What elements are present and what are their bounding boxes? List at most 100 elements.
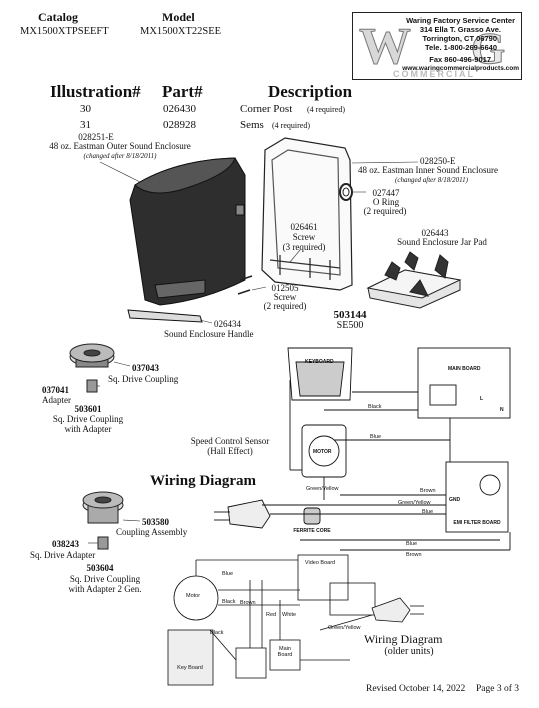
logo-line5: Fax 860-496-9017 — [429, 55, 491, 64]
logo-line3: Torrington, CT 06790 — [422, 34, 497, 43]
older-switch-outline — [235, 647, 267, 679]
adapter-1-drawing — [86, 379, 100, 393]
older-main-board-label: Main Board — [277, 646, 293, 658]
logo-line2: 314 Ella T. Grasso Ave. — [419, 25, 501, 34]
col-header-part: Part# — [162, 82, 203, 101]
svg-text:W: W — [359, 18, 411, 75]
coupling1-part-number: 037043 — [132, 363, 159, 373]
adapter2-description: Sq. Drive Adapter — [30, 550, 96, 560]
row-qty-1: (4 required) — [307, 105, 345, 114]
row-desc-2: Sems — [240, 119, 264, 131]
cwa1-part-number: 503601 — [74, 404, 102, 414]
emi-filter-label: EMI FILTER BOARD — [453, 520, 501, 526]
catalog-number: MX1500XTPSEEFT — [20, 26, 109, 37]
row-part-1: 026430 — [163, 103, 196, 115]
older-video-board-label: Video Board — [304, 560, 336, 566]
handle-drawing — [127, 309, 203, 323]
older-black-label-2: Black — [210, 630, 224, 636]
logo-wordmark: COMMERCIAL — [393, 69, 475, 79]
main-board-label: MAIN BOARD — [448, 366, 481, 372]
older-red-label: Red — [266, 612, 277, 618]
main-board-outline — [417, 347, 511, 419]
screw-drawing — [237, 275, 253, 295]
catalog-label: Catalog — [38, 10, 78, 24]
older-brown-label: Brown — [240, 600, 256, 606]
coupling-assy-description: Coupling Assembly — [116, 527, 188, 537]
svg-text:G: G — [471, 24, 505, 73]
older-wiring-subtitle: (older units) — [384, 646, 434, 657]
pad-part-number: 026443 — [421, 228, 449, 238]
cwa2-part-number: 503604 — [86, 563, 114, 573]
screw2-part-number: 012505 — [271, 283, 299, 293]
emi-board-outline — [445, 461, 509, 533]
outer-part-number: 028251-E — [78, 132, 114, 142]
waring-logo-mark: W G — [359, 18, 506, 76]
col-header-description: Description — [268, 82, 353, 101]
screw1-qty: (3 required) — [282, 242, 326, 252]
outer-enclosure-drawing — [129, 157, 246, 306]
wiring-diagram-title: Wiring Diagram — [150, 473, 256, 489]
cwa2-description-1: Sq. Drive Coupling — [69, 574, 141, 584]
row-part-2: 028928 — [163, 119, 196, 131]
model-label: Model — [162, 10, 195, 24]
green-yellow-wire-label-2: Green/Yellow — [398, 500, 431, 506]
screw2-description: Screw — [273, 292, 297, 302]
green-yellow-wire-label: Green/Yellow — [306, 486, 339, 492]
row-illus-2: 31 — [80, 119, 91, 131]
older-video-board-outline — [297, 554, 349, 601]
cwa1-description-1: Sq. Drive Coupling — [52, 414, 124, 424]
inner-description: 48 oz. Eastman Inner Sound Enclosure — [358, 165, 498, 175]
speed-sensor-label: Speed Control Sensor — [190, 436, 270, 446]
blue-wire-label-3: Blue — [406, 541, 418, 547]
blue-wire-label: Blue — [370, 434, 382, 440]
cwa2-description-2: with Adapter 2 Gen. — [68, 584, 142, 594]
keyboard-label: KEYBOARD — [305, 359, 334, 365]
inner-note: (changed after 8/18/2011) — [395, 176, 468, 184]
motor-circle — [308, 435, 340, 467]
older-wiring-title: Wiring Diagram — [364, 632, 443, 646]
screw1-part-number: 026461 — [290, 222, 318, 232]
ferrite-core-shape — [303, 507, 321, 525]
older-blue-label: Blue — [222, 571, 234, 577]
adapter1-part-number: 037041 — [42, 385, 69, 395]
waring-logo: W G Waring Factory Service Center 314 El… — [352, 12, 522, 80]
adapter-2-drawing — [88, 536, 109, 550]
model-number: MX1500XT22SEE — [140, 26, 222, 37]
older-motor-label: Motor — [186, 593, 201, 599]
oring-qty: (2 required) — [363, 206, 407, 216]
logo-line6: www.waringcommercialproducts.com — [402, 65, 519, 72]
row-illus-1: 30 — [80, 103, 91, 115]
coupling-assy-part-number: 503580 — [142, 517, 169, 527]
logo-line1: Waring Factory Service Center — [406, 16, 515, 25]
handle-description: Sound Enclosure Handle — [164, 329, 254, 339]
brown-wire-label: Brown — [420, 488, 436, 494]
older-green-yellow-label: Green/Yellow — [328, 625, 361, 631]
older-keyboard-outline — [167, 629, 214, 686]
speed-sensor-sub: (Hall Effect) — [207, 446, 253, 456]
coupling-assembly-drawing — [82, 491, 141, 524]
screw1-description: Screw — [292, 232, 316, 242]
pad-description: Sound Enclosure Jar Pad — [397, 237, 487, 247]
outer-note: (changed after 8/18/2011) — [83, 152, 157, 160]
kit-description: SE500 — [336, 320, 364, 331]
coupling-1-drawing — [69, 343, 131, 368]
cwa1-description-2: with Adapter — [64, 424, 112, 434]
screw2-qty: (2 required) — [263, 301, 307, 311]
adapter2-part-number: 038243 — [52, 539, 79, 549]
row-qty-2: (4 required) — [272, 121, 310, 130]
adapter1-description: Adapter — [42, 395, 71, 405]
keyboard-outline — [287, 347, 353, 401]
inner-enclosure-drawing — [261, 137, 353, 291]
col-header-illustration: Illustration# — [50, 82, 141, 101]
plug-body — [227, 499, 271, 529]
brown-wire-label-2: Brown — [406, 552, 422, 558]
older-black-label: Black — [222, 599, 236, 605]
page-number: Page 3 of 3 — [476, 684, 520, 694]
black-wire-label: Black — [368, 404, 382, 410]
handle-part-number: 026434 — [214, 319, 241, 329]
older-emi-outline — [329, 582, 376, 616]
oring-description: O Ring — [372, 197, 400, 207]
